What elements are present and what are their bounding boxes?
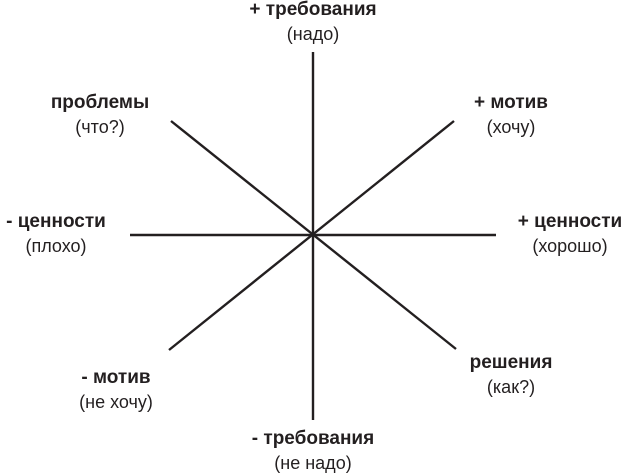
label-left-sub: (плохо) <box>25 236 87 256</box>
label-left-title: - ценности <box>6 211 106 232</box>
label-bottom-right-sub: (как?) <box>486 377 536 397</box>
label-bottom-right: решения (как?) <box>470 351 553 399</box>
label-bottom-left-title: - мотив <box>81 367 151 388</box>
label-bottom-title: - требования <box>251 428 375 449</box>
label-bottom-left: - мотив (не хочу) <box>79 366 153 414</box>
label-right-sub: (хорошо) <box>532 236 608 256</box>
label-bottom-right-title: решения <box>469 352 553 373</box>
label-right: + ценности (хорошо) <box>518 210 622 258</box>
label-top-title: + требования <box>249 0 377 20</box>
label-bottom-left-sub: (не хочу) <box>79 392 153 412</box>
label-bottom: - требования (не надо) <box>252 427 374 475</box>
label-top-left: проблемы (что?) <box>51 91 149 139</box>
label-bottom-sub: (не надо) <box>274 453 352 473</box>
label-top: + требования (надо) <box>249 0 376 46</box>
label-left: - ценности (плохо) <box>6 210 106 258</box>
label-top-left-title: проблемы <box>50 92 150 113</box>
label-top-right-sub: (хочу) <box>486 117 536 137</box>
label-right-title: + ценности <box>517 211 623 232</box>
label-top-right-title: + мотив <box>474 92 548 113</box>
label-top-right: + мотив (хочу) <box>474 91 548 139</box>
diagonal-ne-sw-axis <box>168 120 455 351</box>
label-top-sub: (надо) <box>286 24 340 44</box>
label-top-left-sub: (что?) <box>75 117 125 137</box>
